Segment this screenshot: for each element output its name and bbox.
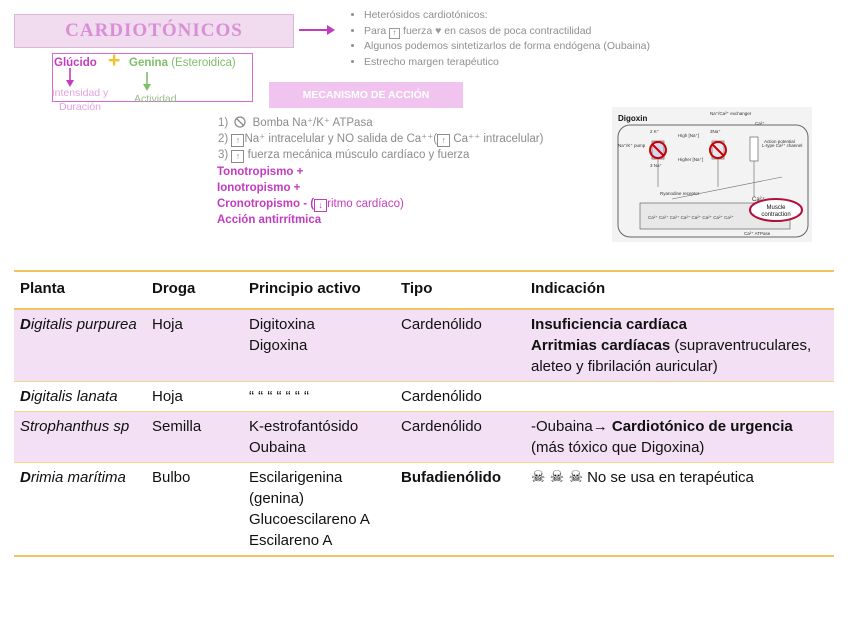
svg-text:Muscle: Muscle [766,205,786,211]
skull-icon: ☠ ☠ ☠ [531,469,583,486]
table-row: Digitalis lanata Hoja “ “ “ “ “ “ “ Card… [14,382,834,412]
effects-list: Tonotropismo + Ionotropismo + Cronotropi… [217,164,404,228]
arrow-down-icon [143,72,151,91]
cell-tipo: Cardenólido [395,309,525,382]
cell-principio: K-estrofantósido Oubaina [243,411,395,463]
heart-icon: ♥ [435,24,442,37]
svg-text:Higher [Na⁺]: Higher [Na⁺] [678,157,703,162]
up-arrow-icon: ↑ [389,27,401,39]
plus-icon: + [108,49,121,72]
prohibited-icon [234,116,247,128]
svg-text:L-type Ca²⁺ channel: L-type Ca²⁺ channel [762,143,802,148]
table-row: Drimia marítima Bulbo Escilarigenina (ge… [14,463,834,556]
title-banner: CARDIOTÓNICOS [14,14,294,48]
prohibited-icon [709,141,727,159]
arrow-down-icon [66,68,74,87]
svg-text:Ryanodine receptor: Ryanodine receptor [660,191,700,196]
svg-text:Ca²⁺: Ca²⁺ [752,196,765,203]
figure-title: Digoxin [618,114,647,123]
col-indicacion: Indicación [531,280,606,297]
table-row: Strophanthus sp Semilla K-estrofantósido… [14,411,834,463]
svg-text:3 Na⁺: 3 Na⁺ [650,163,663,168]
prohibited-icon [649,141,667,159]
cardiotonic-table: Planta Droga Principio activo Tipo Indic… [14,270,834,557]
step-1: 1) Bomba Na⁺/K⁺ ATPasa [218,116,373,129]
step-2: 2) ↑Na⁺ intracelular y NO salida de Ca⁺⁺… [218,133,544,147]
cell-planta: Strophanthus sp [14,411,146,463]
ionotropismo: Ionotropismo + [217,182,301,194]
up-arrow-icon: ↑ [231,134,245,147]
svg-text:Ca²⁺: Ca²⁺ [755,121,765,126]
cell-indicacion [525,382,834,412]
cell-tipo: Cardenólido [401,388,482,405]
accion-antirritmica: Acción antirrítmica [217,214,322,226]
svg-text:Na⁺/K⁺ pump: Na⁺/K⁺ pump [618,143,646,148]
step-3: 3) ↑ fuerza mecánica músculo cardíaco y … [218,149,470,163]
structure-box [52,53,253,102]
mechanism-title: MECANISMO DE ACCIÓN [269,82,463,108]
cell-indicacion: ☠ ☠ ☠ No se usa en terapéutica [531,469,754,486]
svg-text:Ca²⁺ Ca²⁺ Ca²⁺ Ca²⁺ Ca²⁺ Ca²⁺: Ca²⁺ Ca²⁺ Ca²⁺ Ca²⁺ Ca²⁺ Ca²⁺ Ca²⁺ Ca²⁺ [648,215,734,220]
cronotropismo: Cronotropismo - (↓ritmo cardíaco) [217,198,404,212]
col-planta: Planta [20,280,66,297]
bullet-item: Para ↑ fuerza ♥ en casos de poca contrac… [364,24,650,40]
svg-text:High [Na⁺]: High [Na⁺] [678,133,699,138]
digoxin-diagram: Digoxin Na⁺/Ca²⁺ exchanger Ca²⁺ 2 K⁺ Hig… [612,107,812,242]
svg-text:3Na⁺: 3Na⁺ [710,129,721,134]
cell-principio: Digitoxina Digoxina [243,309,395,382]
up-arrow-icon: ↑ [437,134,451,147]
glucido-label: Glúcido [54,57,97,69]
tonotropismo: Tonotropismo + [217,166,304,178]
bullet-item: Heterósidos cardiotónicos: [364,8,650,24]
svg-text:contraction: contraction [761,212,790,218]
cell-planta: Drimia marítima [20,469,126,486]
genina-effect: Actividad [134,93,177,105]
col-principio: Principio activo [249,280,361,297]
glucido-effect: Intensidad y Duración [51,87,109,113]
cell-indicacion: -Oubaina→ Cardiotónico de urgencia (más … [525,411,834,463]
cell-planta: Digitalis purpurea [14,309,146,382]
svg-text:Na⁺/Ca²⁺ exchanger: Na⁺/Ca²⁺ exchanger [710,111,752,116]
table-row: Digitalis purpurea Hoja Digitoxina Digox… [14,309,834,382]
page-title: CARDIOTÓNICOS [65,20,243,41]
genina-label: Genina (Esteroidica) [129,57,236,69]
svg-text:Action potential: Action potential [764,139,795,144]
up-arrow-icon: ↑ [231,150,245,163]
col-droga: Droga [152,280,196,297]
down-arrow-icon: ↓ [314,199,328,212]
mechanism-steps: 1) Bomba Na⁺/K⁺ ATPasa 2) ↑Na⁺ intracelu… [218,115,543,163]
svg-text:2 K⁺: 2 K⁺ [650,129,660,134]
table-header-row: Planta Droga Principio activo Tipo Indic… [14,271,834,309]
cell-principio: “ “ “ “ “ “ “ [249,388,309,405]
cell-indicacion: Insuficiencia cardíaca Arritmias cardíac… [525,309,834,382]
cell-planta: Digitalis lanata [20,388,118,405]
bullet-item: Algunos podemos sintetizarlos de forma e… [364,39,650,55]
cell-droga: Semilla [146,411,243,463]
bullet-item: Estrecho margen terapéutico [364,55,650,71]
intro-bullets: Heterósidos cardiotónicos: Para ↑ fuerza… [350,8,650,70]
svg-text:Ca²⁺ ATPase: Ca²⁺ ATPase [744,231,771,236]
col-tipo: Tipo [401,280,433,297]
cell-droga: Bulbo [152,469,191,486]
cell-tipo: Cardenólido [395,411,525,463]
cell-tipo: Bufadienólido [401,469,501,486]
cell-droga: Hoja [146,309,243,382]
arrow-right-icon [299,25,335,35]
cell-principio: Escilarigenina (genina) Glucoescilareno … [249,469,370,549]
cell-droga: Hoja [152,388,183,405]
